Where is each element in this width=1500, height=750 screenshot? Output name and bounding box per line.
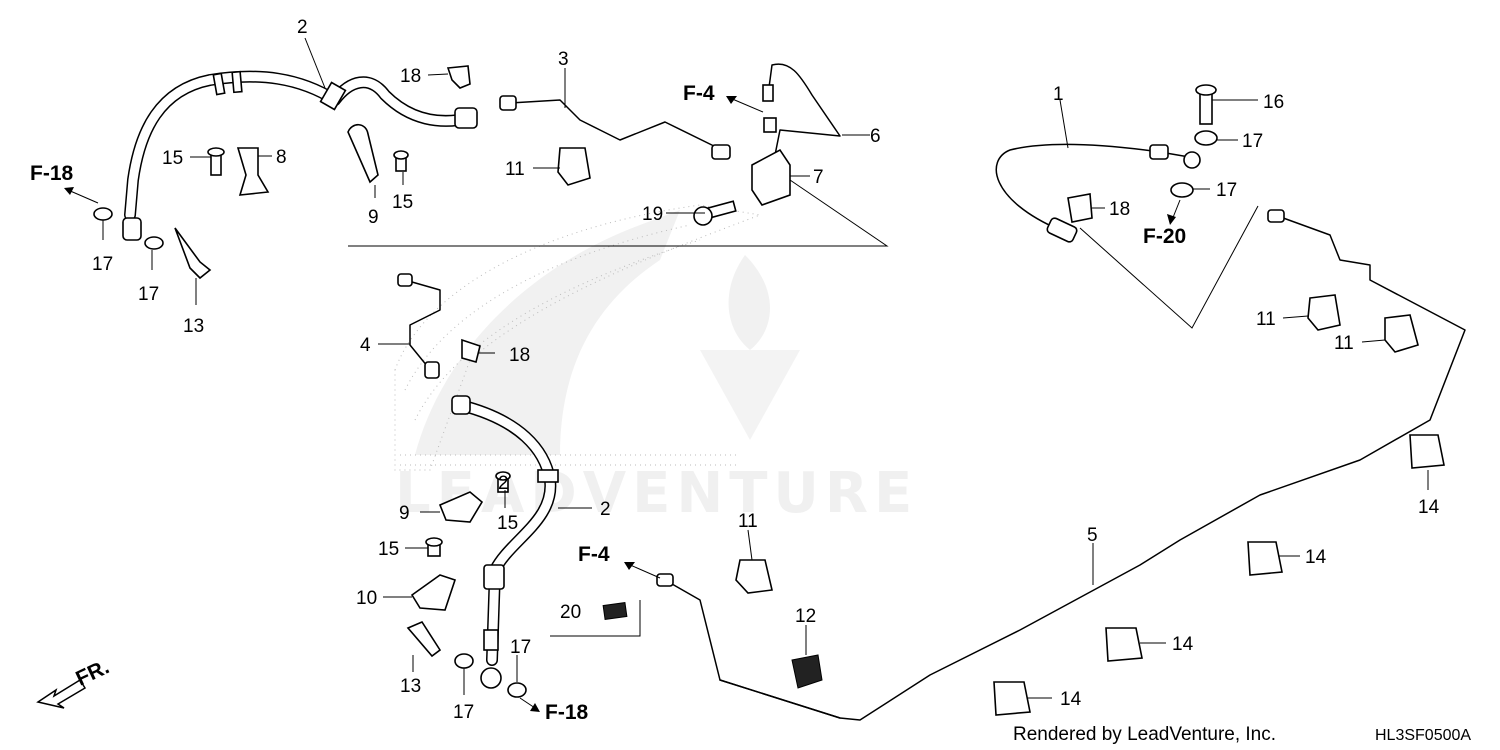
callout-14: 14: [1060, 689, 1082, 710]
clamp-14-b: [1247, 541, 1283, 576]
fasteners-right: [1067, 84, 1218, 223]
fasteners-left: [93, 207, 212, 280]
brake-hose-1: [995, 143, 1201, 243]
callout-18: 18: [509, 345, 530, 366]
callout-17: 17: [510, 637, 531, 658]
reference-f20: F-20: [1143, 225, 1186, 248]
clip-11-lower: [735, 559, 773, 594]
callout-2: 2: [297, 17, 308, 38]
diagram-code: HL3SF0500A: [1375, 727, 1471, 744]
callout-4: 4: [360, 335, 371, 356]
bolt-19: [693, 200, 737, 226]
callout-15: 15: [162, 148, 183, 169]
front-direction-arrow: FR.: [36, 655, 113, 709]
clip-12: [791, 654, 823, 689]
callout-17: 17: [138, 284, 159, 305]
callout-3: 3: [558, 49, 569, 70]
reference-labels: F-18 F-4 F-20 F-4 F-18: [30, 82, 1186, 724]
reference-f18: F-18: [30, 162, 74, 185]
leader-lines: [102, 37, 1429, 699]
callout-17: 17: [92, 254, 113, 275]
watermark-text: LEADVENTURE: [395, 461, 918, 526]
callout-18: 18: [400, 66, 421, 87]
callout-9: 9: [399, 503, 410, 524]
dotted-shading: [394, 204, 762, 471]
joint-7: [751, 148, 791, 206]
callout-8: 8: [276, 147, 287, 168]
reference-f4: F-4: [578, 543, 610, 566]
callout-1: 1: [1053, 84, 1064, 105]
brake-pipe-3: [499, 95, 731, 160]
callout-14: 14: [1172, 634, 1194, 655]
callout-17: 17: [453, 702, 474, 723]
callout-6: 6: [870, 126, 881, 147]
brake-pipe-5: [656, 209, 1466, 721]
callout-15: 15: [497, 513, 518, 534]
reference-arrows: [64, 96, 1181, 712]
callout-2: 2: [498, 473, 509, 494]
callout-17: 17: [1216, 180, 1237, 201]
fasteners-lower: [406, 620, 527, 698]
clamp-14-a: [1409, 434, 1445, 469]
callout-13: 13: [183, 316, 204, 337]
callout-11: 11: [1334, 333, 1354, 354]
callout-labels: 2 2 2 1 3 4 5 6 7 8 9 9 10 11 11 11 11 1…: [92, 17, 1440, 723]
clip-11-right-a: [1307, 294, 1341, 331]
watermark: LEADVENTURE: [395, 210, 918, 526]
callout-20: 20: [560, 602, 581, 623]
clamp-9-top: [347, 123, 409, 184]
callout-19: 19: [642, 204, 663, 225]
footer-credit: Rendered by LeadVenture, Inc.: [1013, 724, 1276, 745]
clip-11-right-b: [1384, 314, 1419, 353]
callout-13: 13: [400, 676, 421, 697]
clamp-14-c: [1105, 627, 1143, 662]
callout-11: 11: [1256, 309, 1276, 330]
front-brake-hose-top: [122, 70, 478, 241]
reference-f18: F-18: [545, 701, 589, 724]
callout-16: 16: [1263, 92, 1284, 113]
callout-15: 15: [392, 192, 413, 213]
callout-14: 14: [1305, 547, 1327, 568]
clip-11-top: [557, 147, 591, 186]
group-lines: [348, 179, 1259, 329]
clip-18-lower: [461, 338, 481, 363]
callout-11: 11: [505, 159, 525, 180]
bracket-8: [207, 147, 270, 196]
callout-15: 15: [378, 539, 399, 560]
front-brake-hose-lower: [451, 395, 559, 689]
clamp-9-lower: [410, 471, 511, 611]
callout-7: 7: [813, 167, 824, 188]
callout-18: 18: [1109, 199, 1130, 220]
callout-11: 11: [738, 511, 758, 532]
callout-12: 12: [795, 606, 816, 627]
callout-5: 5: [1087, 525, 1098, 546]
part-20-box: [550, 600, 641, 637]
callout-10: 10: [356, 588, 377, 609]
brake-pipe-6: [762, 63, 841, 166]
callout-17: 17: [1242, 131, 1263, 152]
reference-f4: F-4: [683, 82, 715, 105]
brake-pipe-4: [397, 273, 441, 379]
clamp-14-d: [993, 681, 1031, 716]
clip-18-top: [446, 65, 471, 89]
callout-9: 9: [368, 207, 379, 228]
callout-2: 2: [600, 499, 611, 520]
callout-14: 14: [1418, 497, 1440, 518]
